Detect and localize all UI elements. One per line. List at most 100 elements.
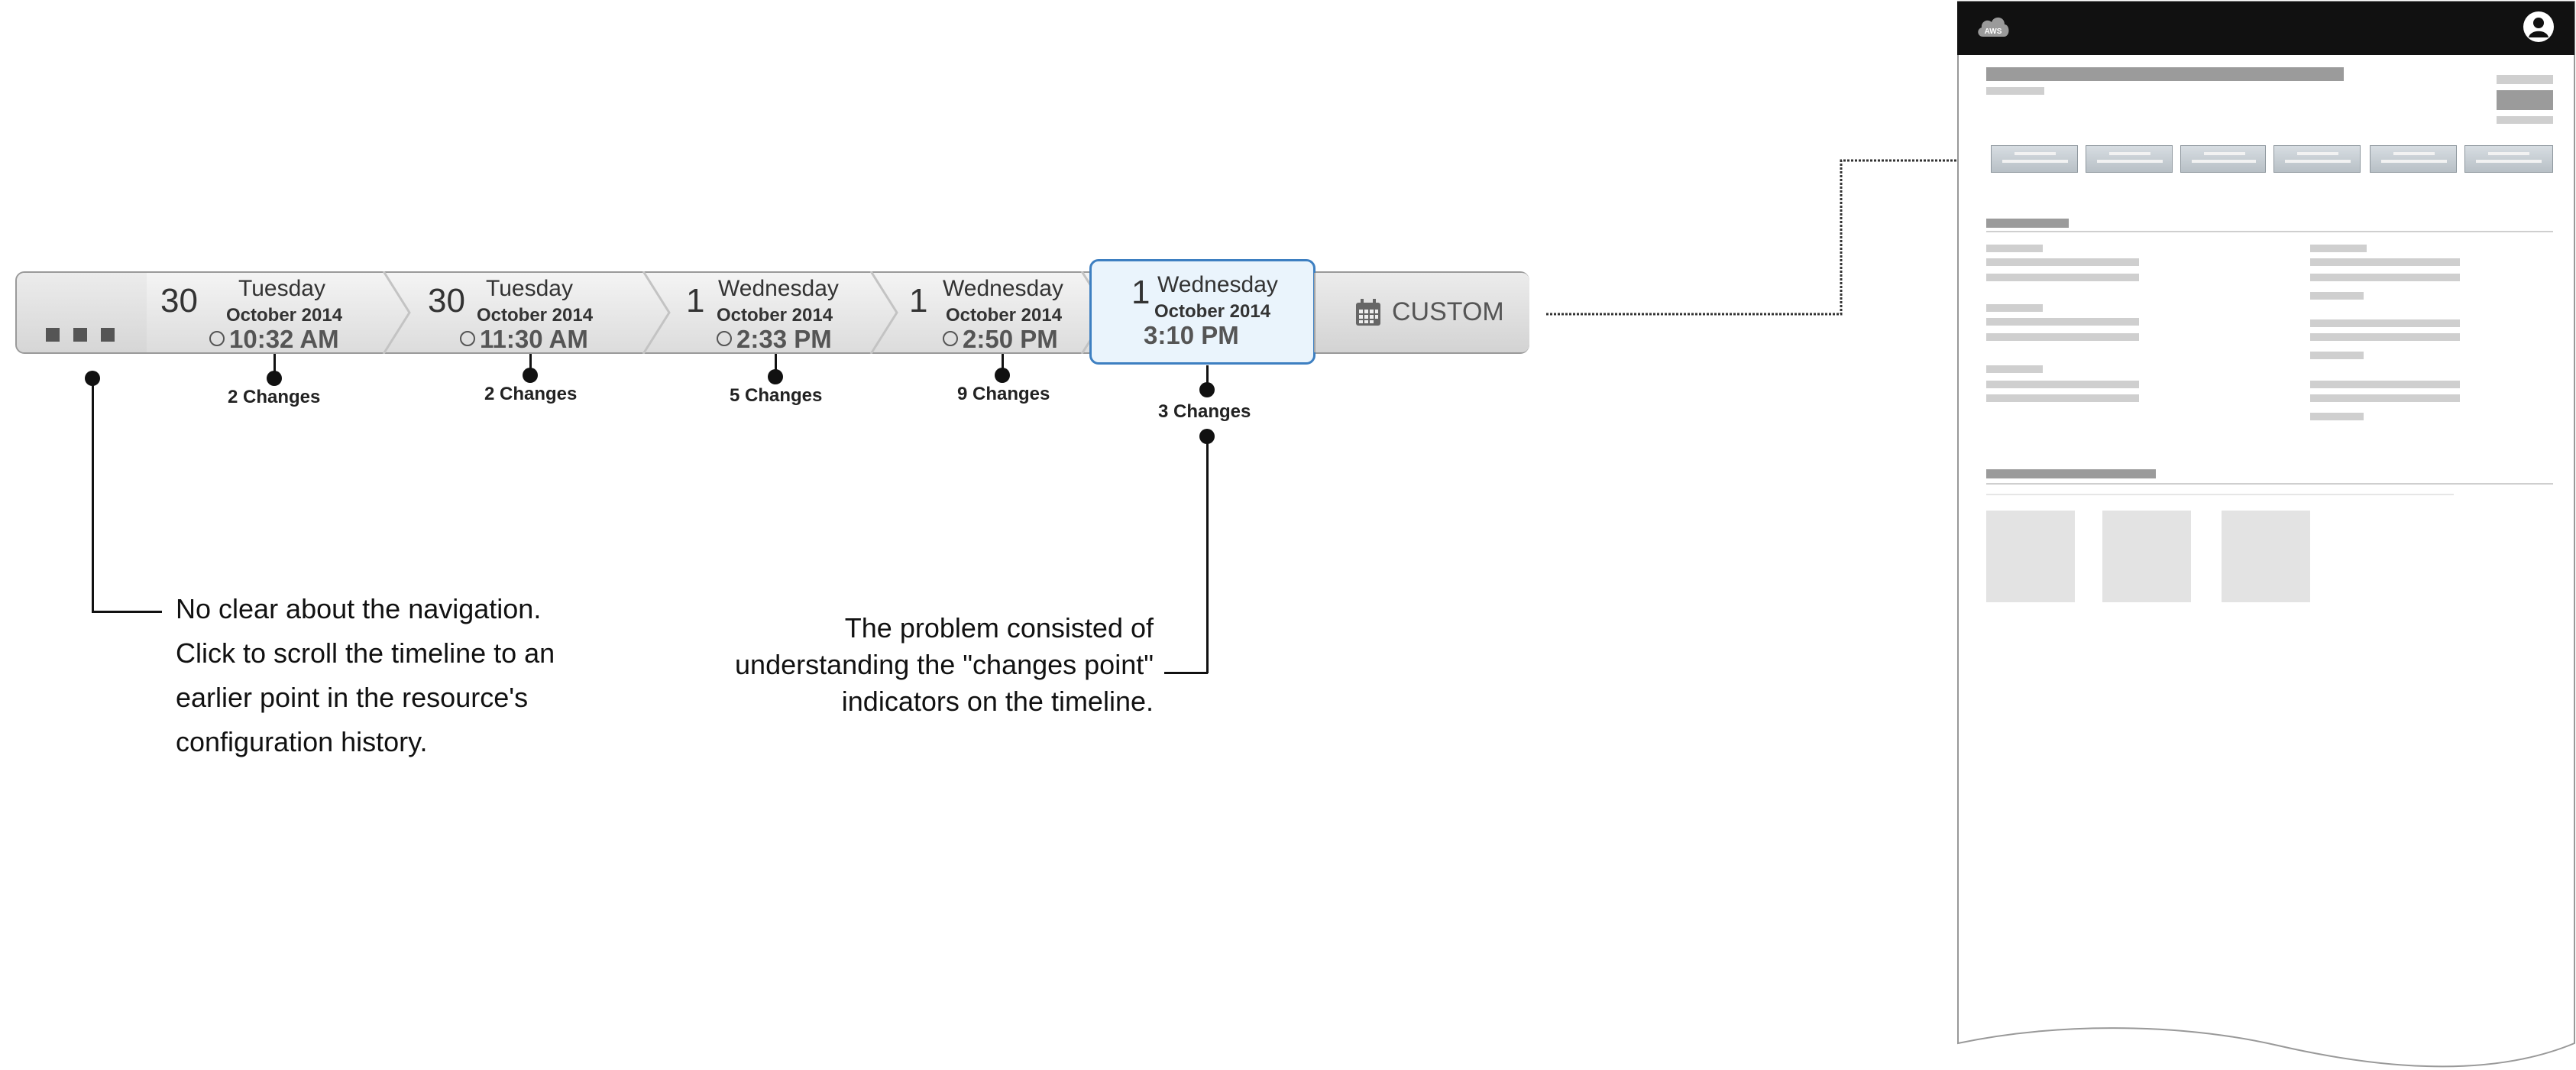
calendar-icon [1356,299,1380,326]
value-placeholder [2310,381,2460,388]
callout-line [1164,672,1208,674]
timeline-entry[interactable]: 1 Wednesday October 2014 2:50 PM [898,271,1082,354]
value-placeholder [1986,318,2139,326]
change-point-stem [1206,365,1209,390]
entry-day: 1 [909,282,928,319]
timeline-entry[interactable]: 1 Wednesday October 2014 2:33 PM [672,271,871,354]
svg-text:AWS: AWS [1985,28,2002,36]
entry-month: October 2014 [1154,301,1271,322]
timeline-entry[interactable]: 30 Tuesday October 2014 10:32 AM [147,271,391,354]
annotation-line: Click to scroll the timeline to an [176,637,555,669]
entry-time: 2:33 PM [736,325,832,353]
subtitle-placeholder [1986,87,2044,95]
thumbnail-placeholder [1986,511,2075,602]
annotation-line: The problem consisted of [844,612,1154,644]
value-placeholder [2310,319,2460,327]
annotation-line: No clear about the navigation. [176,593,542,624]
entry-weekday: Wednesday [718,276,839,301]
annotation-line: indicators on the timeline. [841,686,1154,717]
change-point-marker[interactable] [267,371,282,386]
section-heading-placeholder [1986,469,2156,478]
value-placeholder [2310,292,2364,300]
divider [1986,494,2454,495]
wireframe-tab[interactable] [2180,145,2266,173]
entry-month: October 2014 [717,305,833,326]
clock-icon [460,331,475,346]
clock-icon [717,331,732,346]
wireframe-tab[interactable] [2086,145,2173,173]
value-placeholder [1986,258,2139,266]
change-point-marker[interactable] [768,369,783,384]
change-count: 5 Changes [730,385,823,406]
entry-month: October 2014 [946,305,1063,326]
navigation-annotation: No clear about the navigation. Click to … [176,587,555,764]
timeline-entry-selected[interactable]: 1 Wednesday October 2014 3:10 PM [1089,259,1316,365]
aws-cloud-icon: AWS [1978,17,2009,37]
wireframe-header [1957,2,2574,55]
value-placeholder [2310,394,2460,402]
page-title-placeholder [1986,67,2344,81]
callout-line [92,611,162,613]
change-point-stem [529,354,532,375]
change-point-stem [273,354,276,378]
timeline-entry[interactable]: 30 Tuesday October 2014 11:30 AM [413,271,642,354]
custom-range-button[interactable]: CUSTOM [1314,273,1529,352]
thumbnail-placeholder [2222,511,2310,602]
label-placeholder [1986,245,2043,252]
change-point-stem [775,354,777,377]
label-placeholder [2310,245,2367,252]
entry-weekday: Wednesday [1157,272,1278,297]
callout-line [92,378,94,612]
more-dots-icon [46,328,115,342]
thumbnail-placeholder [2102,511,2191,602]
entry-time: 3:10 PM [1144,321,1239,349]
custom-label: CUSTOM [1392,297,1504,326]
entry-day: 1 [1131,274,1150,311]
page-wireframe: AWS [1957,0,2576,1070]
wireframe-tab[interactable] [2273,145,2361,173]
configuration-timeline: 30 Tuesday October 2014 10:32 AM 30 Tues… [15,259,1529,365]
text-placeholder [2497,75,2553,84]
annotation-line: understanding the "changes point" [735,649,1154,680]
change-point-marker[interactable] [523,368,538,383]
chevron-separator-icon [642,271,671,354]
entry-time: 2:50 PM [963,325,1058,353]
label-placeholder [1986,304,2043,312]
value-placeholder [2310,352,2364,359]
entry-weekday: Wednesday [943,276,1063,301]
changes-annotation: The problem consisted of understanding t… [688,610,1154,720]
connector-line [1546,159,1972,316]
change-count: 2 Changes [228,387,321,407]
annotation-line: earlier point in the resource's [176,682,529,713]
entry-time: 10:32 AM [229,325,339,353]
change-count: 3 Changes [1158,401,1251,422]
value-placeholder [1986,394,2139,402]
label-placeholder [1986,365,2043,373]
change-point-marker[interactable] [995,368,1010,383]
timeline-scroll-back-button[interactable] [17,273,147,352]
section-heading-placeholder [1986,219,2069,228]
wireframe-tab[interactable] [2464,145,2553,173]
value-placeholder [2310,413,2364,420]
entry-day: 30 [160,282,198,319]
clock-icon [209,331,225,346]
action-button-placeholder[interactable] [2497,90,2553,110]
change-count: 9 Changes [957,384,1050,404]
annotation-line: configuration history. [176,726,428,757]
value-placeholder [2310,333,2460,341]
entry-day: 1 [686,282,705,319]
divider [1986,231,2553,232]
divider [1986,483,2553,485]
wireframe-tab[interactable] [1991,145,2078,173]
chevron-separator-icon [869,271,898,354]
user-avatar-icon[interactable] [2523,11,2555,43]
entry-weekday: Tuesday [238,276,325,301]
change-point-marker[interactable] [1199,382,1215,397]
clock-icon [943,331,958,346]
value-placeholder [1986,381,2139,388]
text-placeholder [2497,116,2553,124]
entry-month: October 2014 [477,305,594,326]
change-count: 2 Changes [484,384,578,404]
entry-day: 30 [428,282,465,319]
wireframe-tab[interactable] [2370,145,2457,173]
